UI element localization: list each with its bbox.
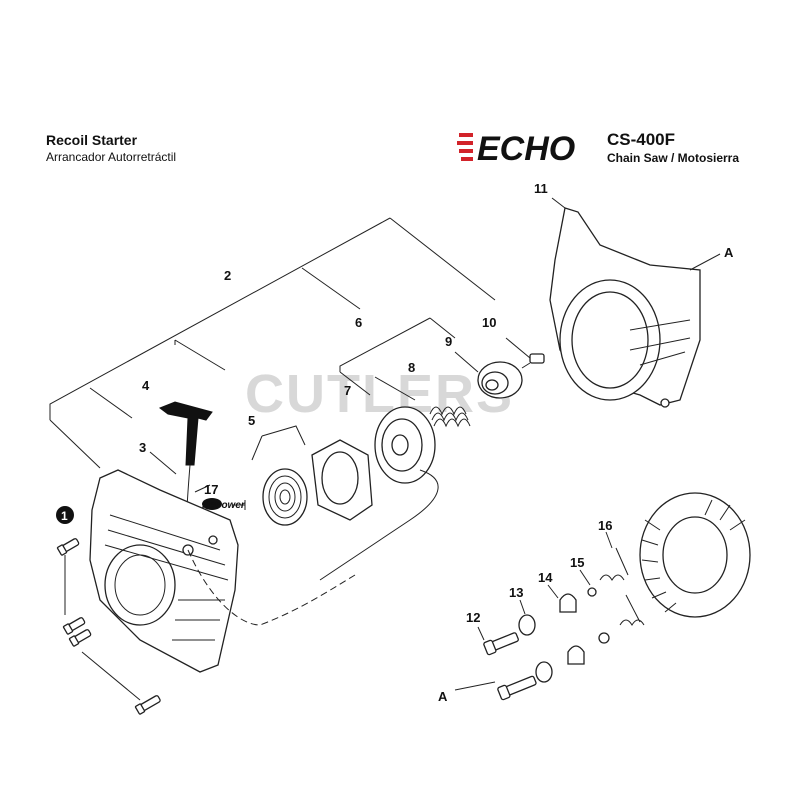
callout-9: 9 <box>445 334 452 349</box>
echo-logo: ECHO <box>457 130 575 164</box>
assembly-brackets <box>49 217 531 475</box>
callout-16: 16 <box>598 518 612 533</box>
callout-8: 8 <box>408 360 415 375</box>
watermark: CUTLERS <box>245 364 514 424</box>
callout-7: 7 <box>344 383 351 398</box>
part-3-starter-cover <box>89 469 239 673</box>
callout-1: 1 <box>61 509 68 523</box>
part-7-rope-pulley <box>319 406 439 581</box>
model-number: CS-400F <box>607 130 676 149</box>
part-1-screws <box>56 506 161 715</box>
callout-10: 10 <box>482 315 496 330</box>
callout-6: 6 <box>355 315 362 330</box>
part-4-handle <box>158 401 213 466</box>
rope-path-dashed <box>187 549 356 626</box>
model-block: CS-400F Chain Saw / Motosierra <box>607 130 739 165</box>
callout-a-bottom: A <box>438 689 448 704</box>
callout-12: 12 <box>466 610 480 625</box>
callout-14: 14 <box>538 570 553 585</box>
callout-17: 17 <box>204 482 218 497</box>
callout-2: 2 <box>224 268 231 283</box>
logo-wordmark: ECHO <box>477 130 575 164</box>
part-12-bolts <box>483 632 537 701</box>
callout-a-top: A <box>724 245 734 260</box>
part-10-screw <box>521 353 545 369</box>
repower-label: RePower <box>202 500 246 511</box>
header-left: Recoil Starter Arrancador Autorretráctil <box>46 132 176 164</box>
part-13-washers <box>518 614 553 683</box>
page-subtitle: Arrancador Autorretráctil <box>46 150 177 164</box>
part-14-pawls <box>559 593 585 665</box>
repower-badge: RePower <box>202 498 246 511</box>
logo-speed-stripes <box>457 133 473 161</box>
callout-3: 3 <box>139 440 146 455</box>
callout-5: 5 <box>248 413 255 428</box>
page-title: Recoil Starter <box>46 132 138 148</box>
part-15-washers <box>587 587 610 644</box>
part-8-spring <box>429 406 471 428</box>
callout-11: 11 <box>534 181 548 196</box>
callout-15: 15 <box>570 555 584 570</box>
leader-lines <box>194 197 721 691</box>
part-5-spring-case <box>311 439 373 521</box>
part-9-hub <box>477 361 523 399</box>
callout-4: 4 <box>142 378 150 393</box>
part-16-pawl-springs <box>599 547 645 626</box>
model-subtitle: Chain Saw / Motosierra <box>607 151 740 165</box>
callout-13: 13 <box>509 585 523 600</box>
part-5-main-spring <box>262 468 308 526</box>
part-11-fan-cover <box>549 207 701 408</box>
flywheel <box>639 492 751 618</box>
